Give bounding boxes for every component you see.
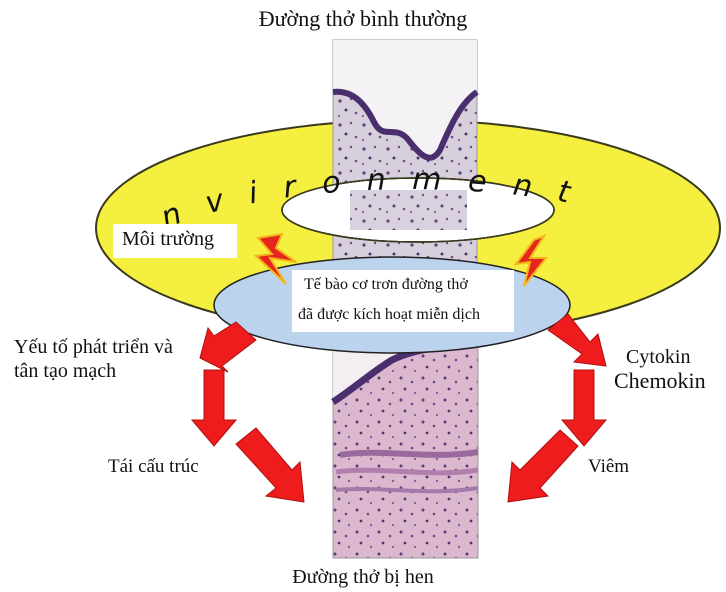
- center-text-line2: đã được kích hoạt miễn dịch: [298, 306, 480, 324]
- asthma-airway-title: Đường thở bị hen: [0, 566, 726, 589]
- red-arrow-icon: [236, 428, 304, 502]
- growth-factor-label-line1: Yếu tố phát triển và: [14, 336, 173, 359]
- growth-factor-label-line2: tân tạo mạch: [14, 360, 116, 383]
- environment-label: Môi trường: [122, 228, 214, 251]
- red-arrow-icon: [192, 370, 236, 446]
- inflammation-label: Viêm: [588, 456, 629, 478]
- center-text-line1: Tế bào cơ trơn đường thở: [304, 276, 468, 294]
- red-arrow-icon: [508, 430, 578, 502]
- cytokine-label: Cytokin: [626, 346, 690, 369]
- remodeling-label: Tái cấu trúc: [108, 456, 199, 478]
- left-arrows: [192, 322, 304, 502]
- chemokine-label: Chemokin: [614, 368, 706, 394]
- red-arrow-icon: [562, 370, 606, 446]
